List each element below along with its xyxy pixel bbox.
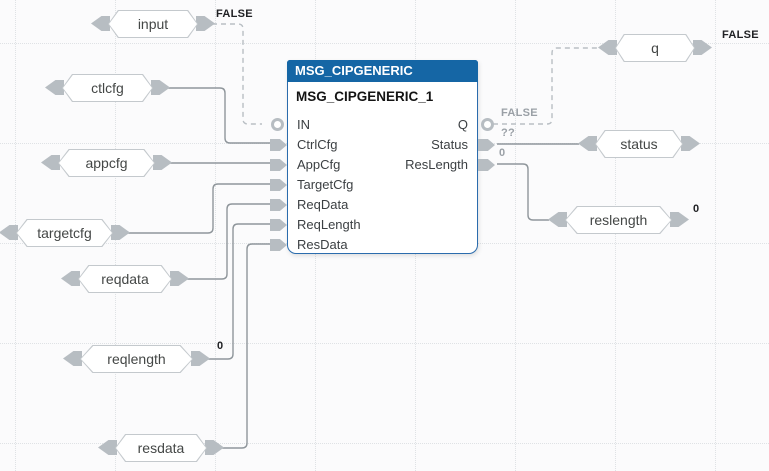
- hexagon-fill: [59, 150, 154, 176]
- value-input: FALSE: [216, 8, 253, 20]
- tag-appcfg[interactable]: appcfg: [41, 149, 172, 177]
- grid-line-horizontal: [0, 443, 769, 444]
- pin-appcfg-connector[interactable]: [270, 159, 287, 171]
- pin-reslength-connector[interactable]: [478, 159, 495, 171]
- tag-reqlength[interactable]: reqlength: [63, 345, 210, 373]
- pin-in-bool-connector[interactable]: [271, 118, 284, 131]
- pin-reqlength: ReqLength: [297, 217, 361, 232]
- hexagon-fill: [116, 435, 206, 461]
- wire-reqdata-to-reqdata[interactable]: [186, 203, 271, 280]
- value-reqlength: 0: [217, 340, 224, 352]
- pin-resdata: ResData: [297, 237, 348, 252]
- pin-reqdata: ReqData: [297, 197, 349, 212]
- value-reslength: 0: [693, 203, 700, 215]
- hexagon-fill: [596, 131, 682, 157]
- grid-line-vertical: [515, 0, 516, 471]
- pin-appcfg: AppCfg: [297, 157, 341, 172]
- tag-q-label: q: [651, 40, 659, 56]
- wire-reslength-to-reslength-tag[interactable]: [497, 163, 549, 221]
- hexagon-fill: [79, 266, 171, 292]
- hexagon-fill: [17, 220, 112, 246]
- hexagon-fill: [616, 35, 694, 61]
- watch-status: ??: [501, 127, 516, 139]
- tag-resdata-label: resdata: [137, 440, 185, 456]
- watch-q: FALSE: [501, 107, 538, 119]
- grid-line-horizontal: [0, 343, 769, 344]
- tag-input-label: input: [137, 16, 169, 32]
- tag-input[interactable]: input: [91, 10, 215, 38]
- tag-ctlcfg[interactable]: ctlcfg: [45, 74, 170, 102]
- tag-targetcfg-label: targetcfg: [37, 225, 92, 241]
- pin-q: Q: [457, 117, 468, 132]
- pin-status: Status: [431, 137, 468, 152]
- hexagon-fill: [81, 346, 192, 372]
- pin-targetcfg-connector[interactable]: [270, 179, 287, 191]
- tag-resdata[interactable]: resdata: [98, 434, 224, 462]
- wire-targetcfg-to-targetcfg[interactable]: [126, 183, 271, 234]
- watch-reslength: 0: [499, 147, 506, 159]
- pin-reqdata-connector[interactable]: [270, 199, 287, 211]
- tag-q[interactable]: q: [598, 34, 712, 62]
- tag-appcfg-label: appcfg: [85, 155, 128, 171]
- tag-reqdata-label: reqdata: [101, 271, 149, 287]
- block-instance-name: MSG_CIPGENERIC_1: [296, 89, 434, 104]
- tag-reqlength-label: reqlength: [107, 351, 166, 367]
- pin-targetcfg: TargetCfg: [297, 177, 354, 192]
- hexagon-fill: [63, 75, 152, 101]
- tag-targetcfg[interactable]: targetcfg: [0, 219, 130, 247]
- grid-line-vertical: [215, 0, 216, 471]
- block-type-header: MSG_CIPGENERIC: [287, 60, 478, 82]
- value-q: FALSE: [722, 29, 759, 41]
- pin-ctrlcfg: CtrlCfg: [297, 137, 338, 152]
- tag-status-label: status: [620, 136, 658, 152]
- hexagon-fill: [566, 207, 671, 233]
- pin-ctrlcfg-connector[interactable]: [270, 139, 287, 151]
- pin-reqlength-connector[interactable]: [270, 219, 287, 231]
- grid-line-vertical: [715, 0, 716, 471]
- tag-status[interactable]: status: [578, 130, 700, 158]
- pin-resdata-connector[interactable]: [270, 239, 287, 251]
- tag-reslength-label: reslength: [589, 212, 648, 228]
- function-block-msg-cipgeneric[interactable]: MSG_CIPGENERIC MSG_CIPGENERIC_1 IN CtrlC…: [270, 60, 495, 254]
- pin-in: IN: [297, 117, 310, 132]
- tag-reqdata[interactable]: reqdata: [61, 265, 189, 293]
- tag-targetcfg-left-connector[interactable]: [0, 225, 18, 240]
- tag-ctlcfg-label: ctlcfg: [91, 80, 124, 96]
- wire-input-to-in[interactable]: [203, 23, 262, 125]
- pin-q-bool-connector[interactable]: [481, 118, 494, 131]
- tag-reslength[interactable]: reslength: [548, 206, 689, 234]
- pin-status-connector[interactable]: [478, 139, 495, 151]
- wire-resdata-to-resdata[interactable]: [221, 243, 271, 449]
- grid-line-horizontal: [0, 43, 769, 44]
- wire-ctlcfg-to-ctrlcfg[interactable]: [165, 87, 271, 144]
- grid-line-vertical: [615, 0, 616, 471]
- pin-reslength: ResLength: [405, 157, 468, 172]
- hexagon-fill: [109, 11, 197, 37]
- wire-reqlength-to-reqlength[interactable]: [206, 223, 271, 360]
- wire-q-to-q-tag[interactable]: [493, 47, 599, 125]
